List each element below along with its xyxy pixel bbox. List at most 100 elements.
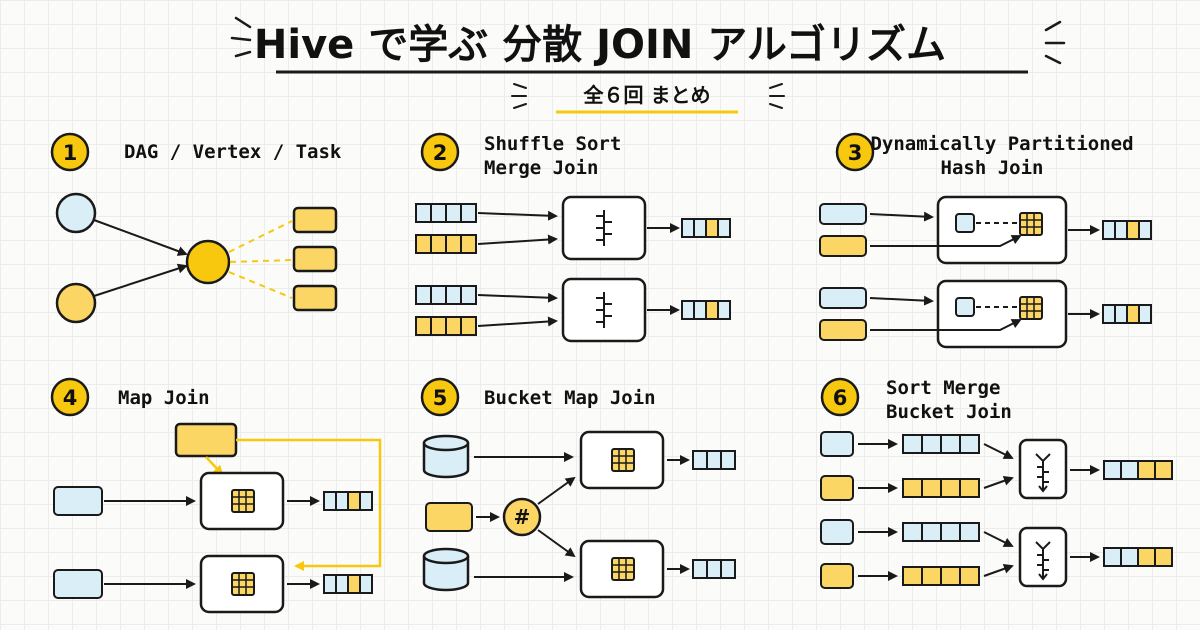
arrow	[983, 531, 1014, 547]
arrow	[477, 316, 558, 327]
bucket-yellow	[820, 475, 854, 501]
section-badge	[835, 132, 875, 172]
section-badge	[420, 377, 460, 417]
sorted-bucket-yellow	[902, 566, 980, 586]
section-title-line-1: Dynamically Partitioned	[870, 133, 1133, 155]
page-subtitle: 全６回 まとめ	[583, 83, 711, 107]
hash-table-icon	[231, 572, 255, 596]
zipper-merge-icon	[1035, 541, 1051, 581]
section-number: 4	[63, 386, 78, 410]
arrow	[537, 476, 576, 505]
section-number: 6	[833, 386, 848, 410]
sorted-bucket-blue	[902, 434, 980, 454]
source-vertex-blue	[55, 192, 97, 234]
result-table	[692, 559, 736, 579]
small-table-blue	[819, 287, 867, 309]
probe-arrow	[870, 319, 1022, 331]
arrow	[477, 292, 558, 303]
large-table-split	[53, 569, 103, 599]
small-table-yellow	[819, 235, 867, 257]
task-box	[292, 245, 338, 273]
title-sparks-right	[1044, 20, 1066, 65]
broadcast-arrow	[205, 456, 224, 476]
joined-result	[323, 491, 373, 511]
bucket-blue	[820, 431, 854, 457]
section-badge	[420, 132, 460, 172]
section-4-header: 4 Map Join	[50, 377, 210, 417]
arrow	[983, 563, 1014, 577]
small-table-yellow	[819, 319, 867, 341]
broadcast-table	[174, 422, 238, 458]
page-title: Hive で学ぶ 分散 JOIN アルゴリズム	[254, 22, 946, 68]
arrow	[983, 443, 1014, 459]
section-title: DAG / Vertex / Task	[124, 141, 342, 163]
stripe-table-blue	[415, 203, 477, 223]
bucket-yellow	[820, 563, 854, 589]
section-4-map-join	[53, 422, 382, 614]
section-6-header: 6 Sort Merge Bucket Join	[820, 377, 1012, 423]
small-table-blue	[819, 203, 867, 225]
bucket-blue	[820, 519, 854, 545]
section-number: 2	[433, 141, 448, 165]
section-3-header: 3 Dynamically Partitioned Hash Join	[835, 132, 1134, 179]
section-6-sort-merge-bucket-join	[820, 431, 1173, 589]
section-title-line-2: Bucket Join	[886, 401, 1012, 423]
section-number: 1	[63, 141, 78, 165]
hash-symbol: #	[514, 505, 531, 529]
joined-result	[323, 574, 373, 594]
section-title: Bucket Map Join	[484, 387, 656, 409]
joined-result	[681, 218, 731, 238]
sorted-merge-icon	[596, 292, 612, 328]
hash-table-icon	[611, 557, 635, 581]
sorted-bucket-blue	[902, 522, 980, 542]
probe-arrow	[870, 235, 1022, 247]
sorted-merge-icon	[596, 210, 612, 246]
task-box	[292, 284, 338, 312]
header: Hive で学ぶ 分散 JOIN アルゴリズム 全６回 まとめ	[230, 16, 1066, 114]
hash-table-icon	[1019, 296, 1043, 320]
section-badge	[820, 377, 860, 417]
source-vertex-yellow	[55, 282, 97, 324]
hash-partition-node	[502, 497, 542, 537]
joined-result	[681, 300, 731, 320]
joined-result	[1103, 460, 1173, 480]
stripe-table-yellow	[415, 234, 477, 254]
task-box	[292, 206, 338, 234]
broadcast-arrow	[236, 438, 382, 571]
small-table-yellow	[425, 502, 473, 532]
section-number: 5	[433, 386, 448, 410]
joined-result	[1103, 547, 1173, 567]
arrow	[477, 234, 558, 245]
stripe-table-blue	[415, 285, 477, 305]
section-badge	[50, 132, 90, 172]
arrow	[537, 529, 576, 558]
task-fanout-lines	[228, 220, 293, 299]
section-title: Map Join	[118, 387, 210, 409]
database-icon	[422, 434, 470, 479]
section-badge	[50, 377, 90, 417]
section-title-line-1: Sort Merge	[886, 377, 1000, 399]
build-side	[955, 213, 975, 233]
database-icon	[422, 547, 470, 592]
title-sparks-left	[230, 16, 252, 58]
build-side	[955, 297, 975, 317]
arrow	[477, 210, 558, 221]
arrow	[983, 475, 1014, 489]
result-table	[692, 450, 736, 470]
stripe-table-yellow	[415, 316, 477, 336]
section-number: 3	[848, 141, 863, 165]
joined-result	[1102, 304, 1152, 324]
hash-table-icon	[1019, 212, 1043, 236]
join-vertex	[185, 239, 231, 285]
hash-table-icon	[231, 489, 255, 513]
subtitle-sparks-right	[769, 83, 785, 109]
joined-result	[1102, 220, 1152, 240]
edge-arrow	[93, 263, 188, 297]
subtitle-sparks-left	[511, 83, 527, 109]
large-table-split	[53, 486, 103, 516]
arrow	[869, 211, 934, 222]
sorted-bucket-yellow	[902, 478, 980, 498]
section-title-line-1: Shuffle Sort	[484, 133, 621, 155]
zipper-merge-icon	[1035, 453, 1051, 493]
